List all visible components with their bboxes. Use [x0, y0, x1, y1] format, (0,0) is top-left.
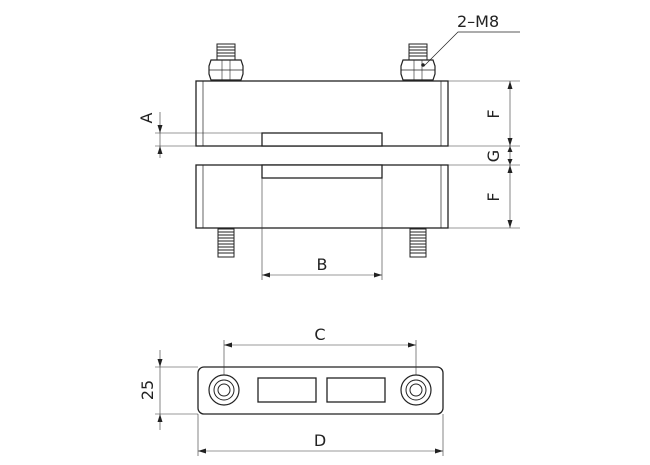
dimension-b: B: [261, 178, 383, 280]
left-stud-top-view: [208, 374, 240, 406]
dim-label-f-bottom: F: [484, 192, 503, 201]
dimension-d: D: [197, 414, 444, 456]
right-slot: [326, 377, 386, 403]
right-stud-top-view: [400, 374, 432, 406]
dim-label-width: 25: [138, 380, 157, 400]
dimension-a: A: [137, 112, 262, 158]
top-right-stud: [400, 43, 436, 81]
dimension-c: C: [223, 325, 417, 375]
dimension-width: 25: [138, 350, 198, 430]
bolt-spec-callout: 2–M8: [423, 12, 520, 67]
dim-label-f-top: F: [484, 109, 503, 118]
dim-label-b: B: [317, 255, 328, 274]
plan-view: C D 25: [138, 325, 444, 456]
bottom-right-stud: [409, 228, 427, 258]
upper-recess: [261, 132, 383, 147]
dim-label-c: C: [314, 325, 325, 344]
dim-label-g: G: [484, 150, 503, 162]
dimension-f-g-f: F G F: [448, 80, 520, 229]
bottom-left-stud: [217, 228, 235, 258]
dim-label-d: D: [314, 431, 326, 450]
dim-label-a: A: [137, 112, 156, 123]
bolt-spec-label: 2–M8: [457, 12, 499, 31]
lower-recess: [261, 164, 383, 179]
top-left-stud: [208, 43, 244, 81]
left-slot: [257, 377, 317, 403]
front-view: 2–M8 F G F A: [137, 12, 520, 280]
